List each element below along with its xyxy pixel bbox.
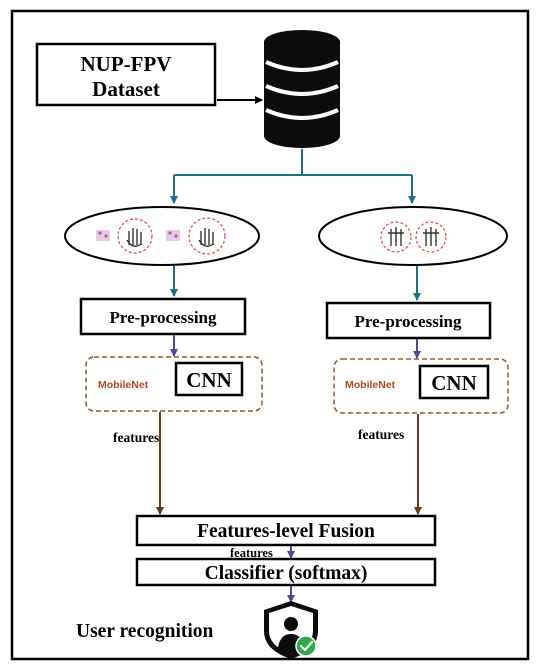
verified-user-shield-icon xyxy=(264,601,318,659)
palm-vein-sample-icon xyxy=(166,230,180,241)
split-connector xyxy=(170,149,416,204)
dataset-label-line2: Dataset xyxy=(92,77,160,101)
right-preprocess-box xyxy=(325,301,492,340)
left-mobilenet-label: MobileNet xyxy=(98,379,149,391)
left-preprocess-box xyxy=(79,297,247,336)
fusion-label: Features-level Fusion xyxy=(197,521,375,542)
right-cnn-box xyxy=(418,364,490,400)
left-cnn-label: CNN xyxy=(186,368,232,392)
outer-frame xyxy=(10,9,530,661)
right-cnn-label: CNN xyxy=(431,371,477,395)
left-cnn-box xyxy=(174,361,244,397)
hand-icon xyxy=(188,217,226,255)
right-features-label: features xyxy=(358,427,404,442)
classifier-box xyxy=(135,557,437,587)
dataset-label-line1: NUP-FPV xyxy=(81,52,172,76)
right-sample-ellipse xyxy=(318,206,508,266)
left-sample-ellipse xyxy=(64,206,260,266)
classifier-label: Classifier (softmax) xyxy=(205,563,368,584)
palm-vein-sample-icon xyxy=(96,230,110,241)
finger-vein-icon xyxy=(415,221,447,253)
output-label: User recognition xyxy=(76,621,214,642)
right-mobilenet-label: MobileNet xyxy=(345,379,396,391)
dataset-box xyxy=(35,42,217,107)
finger-vein-icon xyxy=(380,221,412,253)
fusion-box xyxy=(135,514,437,547)
fusion-features-label: features xyxy=(230,546,273,560)
left-features-label: features xyxy=(113,430,159,445)
database-icon xyxy=(264,30,340,148)
hand-icon xyxy=(117,218,153,254)
right-preprocess-label: Pre-processing xyxy=(354,312,462,331)
left-preprocess-label: Pre-processing xyxy=(109,308,217,327)
